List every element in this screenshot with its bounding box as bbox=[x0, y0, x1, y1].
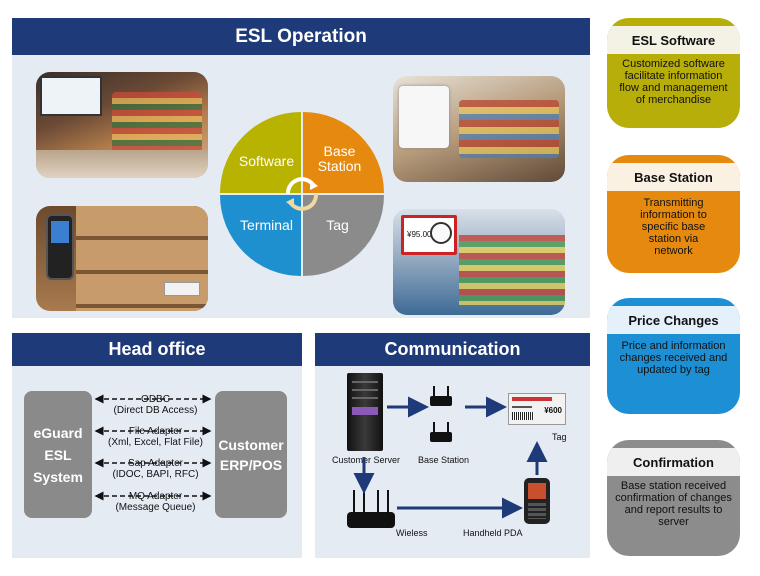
esl-tag-closeup: ¥95.00 bbox=[401, 215, 457, 255]
handheld-pda-label: Handheld PDA bbox=[463, 528, 523, 538]
handheld-pda-icon bbox=[524, 478, 550, 524]
card-base-station-title: Base Station bbox=[607, 163, 740, 191]
shelf-rows bbox=[112, 92, 202, 152]
tag-price-text: ¥600 bbox=[544, 406, 562, 415]
card-base-station: Base Station Transmitting information to… bbox=[607, 155, 740, 273]
communication-arrows bbox=[353, 396, 548, 519]
router-icon-bottom bbox=[430, 422, 452, 448]
router-icon-top bbox=[430, 386, 452, 412]
card-confirmation-title: Confirmation bbox=[607, 448, 740, 476]
price-tags bbox=[164, 282, 200, 296]
customer-server-label: Customer Server bbox=[332, 455, 401, 465]
store-photo-bottom-left bbox=[36, 206, 208, 311]
wireless-router-icon bbox=[347, 490, 395, 534]
shelf-aisle bbox=[459, 235, 565, 305]
store-photo-bottom-right: ¥95.00 bbox=[393, 209, 565, 315]
card-price-changes: Price Changes Price and information chan… bbox=[607, 298, 740, 414]
card-price-changes-title: Price Changes bbox=[607, 306, 740, 334]
base-station-label: Base Station bbox=[418, 455, 470, 465]
adapter-arrows bbox=[94, 394, 212, 501]
handheld-pda-image bbox=[46, 214, 74, 280]
base-station-device-image bbox=[399, 86, 449, 148]
store-photo-top-right bbox=[393, 76, 565, 182]
tag-closeup-price: ¥95.00 bbox=[407, 230, 432, 239]
shelf-products bbox=[459, 100, 559, 158]
card-confirmation: Confirmation Base station received confi… bbox=[607, 440, 740, 556]
monitor-screen bbox=[40, 76, 102, 116]
card-confirmation-text: Base station received confirmation of ch… bbox=[615, 480, 732, 528]
card-esl-software-text: Customized software facilitate informati… bbox=[619, 58, 728, 106]
store-photo-top-left bbox=[36, 72, 208, 178]
customer-erp-pos-box: Customer ERP/POS bbox=[215, 391, 287, 518]
floor bbox=[36, 150, 208, 178]
clock-icon bbox=[430, 222, 452, 244]
card-base-station-text: Transmitting information to specific bas… bbox=[640, 197, 707, 257]
head-office-title: Head office bbox=[12, 333, 302, 366]
card-esl-software: ESL Software Customized software facilit… bbox=[607, 18, 740, 128]
card-esl-software-title: ESL Software bbox=[607, 26, 740, 54]
card-price-changes-text: Price and information changes received a… bbox=[619, 340, 728, 376]
wireless-label: Wieless bbox=[396, 528, 428, 538]
cycle-arrows-icon bbox=[286, 177, 318, 211]
esl-tag-icon: ¥600 bbox=[508, 393, 566, 425]
communication-title: Communication bbox=[315, 333, 590, 366]
tag-label: Tag bbox=[552, 432, 567, 442]
eguard-esl-system-box: eGuard ESL System bbox=[24, 391, 92, 518]
cycle-diagram: Software Base Station Terminal Tag bbox=[220, 112, 384, 276]
esl-operation-title: ESL Operation bbox=[12, 18, 590, 55]
customer-server-icon bbox=[347, 373, 383, 451]
